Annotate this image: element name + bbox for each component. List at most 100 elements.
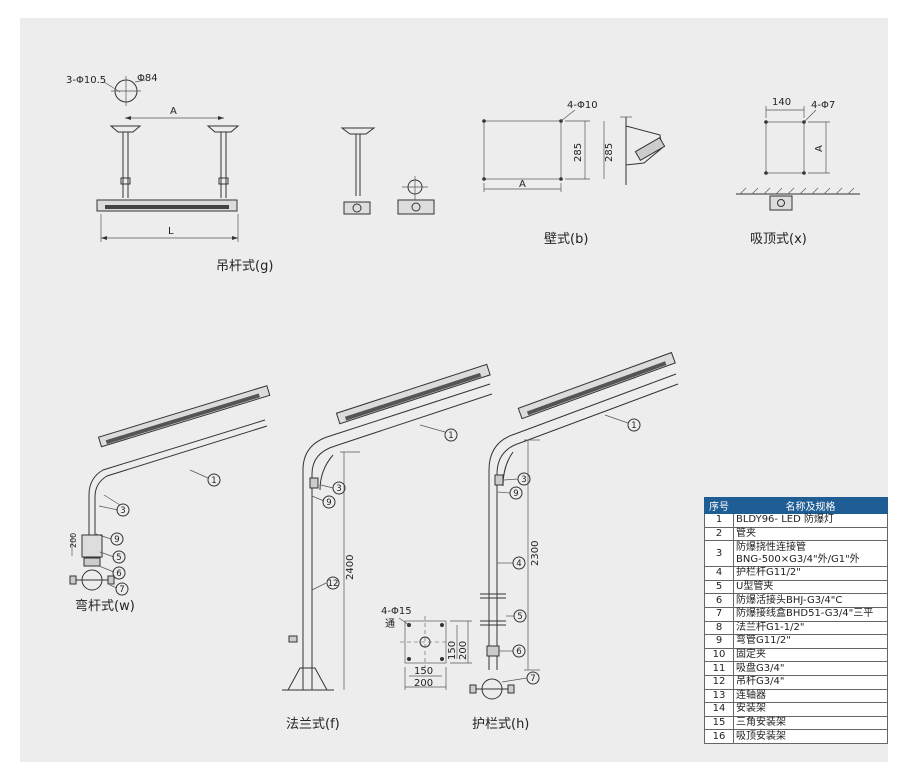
part-number: 4 [704, 566, 734, 581]
part-number: 1 [704, 513, 734, 528]
hole-label-b: 4-Φ10 [567, 100, 598, 111]
part-name: 吸盘G3/4" [733, 661, 888, 676]
caption-b: 壁式(b) [544, 232, 588, 247]
dim-200-fh: 200 [414, 678, 433, 689]
dim-l-g: L [168, 226, 174, 237]
callout-h-9: 9 [513, 489, 518, 499]
callout-f-9: 9 [326, 498, 331, 508]
part-number: 3 [704, 540, 734, 568]
part-number: 7 [704, 606, 734, 622]
part-number: 12 [704, 674, 734, 690]
view-pendant-g: 3-Φ10.5 Φ84 A L 吊杆式(g) [66, 73, 435, 274]
dim-150-fh: 150 [414, 666, 433, 677]
callout-h-3: 3 [521, 475, 526, 485]
part-name: 吸顶安装架 [733, 729, 888, 744]
part-name: U型管夹 [733, 579, 888, 595]
part-number: 2 [704, 526, 734, 542]
part-name: 安装架 [733, 702, 888, 717]
dim-2400-f: 2400 [345, 555, 356, 580]
caption-f: 法兰式(f) [286, 717, 340, 732]
part-number: 14 [704, 702, 734, 717]
part-name: 三角安装架 [733, 715, 888, 731]
part-number: 8 [704, 620, 734, 636]
dim-150-fv: 150 [447, 641, 458, 660]
callout-f-1: 1 [448, 431, 453, 441]
dim-2300-h: 2300 [530, 541, 541, 566]
bolt-label-g: 3-Φ10.5 [66, 75, 106, 86]
part-number: 9 [704, 634, 734, 649]
callout-h-1: 1 [631, 421, 636, 431]
callout-w-7: 7 [119, 585, 124, 595]
hole-label-f: 4-Φ15 [381, 606, 412, 617]
part-name: 固定夹 [733, 647, 888, 663]
parts-table-header: 序号 名称及规格 [704, 497, 888, 514]
callout-w-6: 6 [116, 569, 121, 579]
dim-a-g: A [170, 106, 177, 117]
dim-200-fv: 200 [458, 641, 469, 660]
part-name-line2: BNG-500×G3/4"外/G1"外 [736, 553, 860, 565]
callout-h-7: 7 [530, 674, 535, 684]
view-flange-f: 2400 1 3 9 12 法兰式(f) 4-Φ15 通 150 200 150… [282, 363, 493, 732]
dim-140-x: 140 [772, 97, 791, 108]
part-name: 吊杆G3/4" [733, 674, 888, 690]
header-name: 名称及规格 [733, 497, 888, 514]
flange-label-g: Φ84 [137, 73, 158, 84]
dim-a-x: A [814, 145, 825, 152]
part-number: 11 [704, 661, 734, 676]
callout-w-5: 5 [116, 553, 121, 563]
dim-285-b2: 285 [604, 143, 615, 162]
caption-x: 吸顶式(x) [750, 232, 807, 247]
part-number: 6 [704, 593, 734, 608]
part-number: 5 [704, 579, 734, 595]
part-name: 管夹 [733, 526, 888, 542]
part-name: BLDY96- LED 防爆灯 [733, 513, 888, 528]
caption-h: 护栏式(h) [472, 717, 529, 732]
hole-note-f: 通 [385, 618, 395, 630]
dim-a-b: A [519, 179, 526, 190]
part-name-line1: 防爆挠性连接管 [736, 541, 806, 553]
view-guardrail-h: 2300 1 3 9 4 5 6 7 护栏式(h) [469, 351, 679, 732]
callout-f-3: 3 [336, 484, 341, 494]
callout-w-3: 3 [120, 506, 125, 516]
header-no: 序号 [704, 497, 734, 514]
callout-w-1: 1 [211, 476, 216, 486]
view-ceiling-x: 140 4-Φ7 A 吸顶式(x) [736, 97, 860, 247]
view-wall-b: 4-Φ10 285 A 285 壁式(b) [482, 100, 666, 247]
part-name: 防爆接线盒BHD51-G3/4"三平 [733, 606, 888, 622]
callout-f-12: 12 [328, 579, 339, 589]
part-name: 连轴器 [733, 688, 888, 704]
callout-h-4: 4 [516, 559, 521, 569]
part-number: 16 [704, 729, 734, 744]
dim-200-w: 200 [69, 533, 78, 548]
callout-w-9: 9 [114, 535, 119, 545]
part-number: 15 [704, 715, 734, 731]
part-number: 10 [704, 647, 734, 663]
part-name: 防爆活接头BHJ-G3/4"C [733, 593, 888, 608]
callout-h-6: 6 [516, 647, 521, 657]
caption-g: 吊杆式(g) [216, 259, 273, 274]
part-number: 13 [704, 688, 734, 704]
part-name: 法兰杆G1-1/2" [733, 620, 888, 636]
part-name: 弯管G11/2" [733, 634, 888, 649]
view-bent-rod-w: 200 1 3 9 5 6 7 弯杆式(w) [69, 385, 271, 614]
part-name: 护栏杆G11/2" [733, 566, 888, 581]
